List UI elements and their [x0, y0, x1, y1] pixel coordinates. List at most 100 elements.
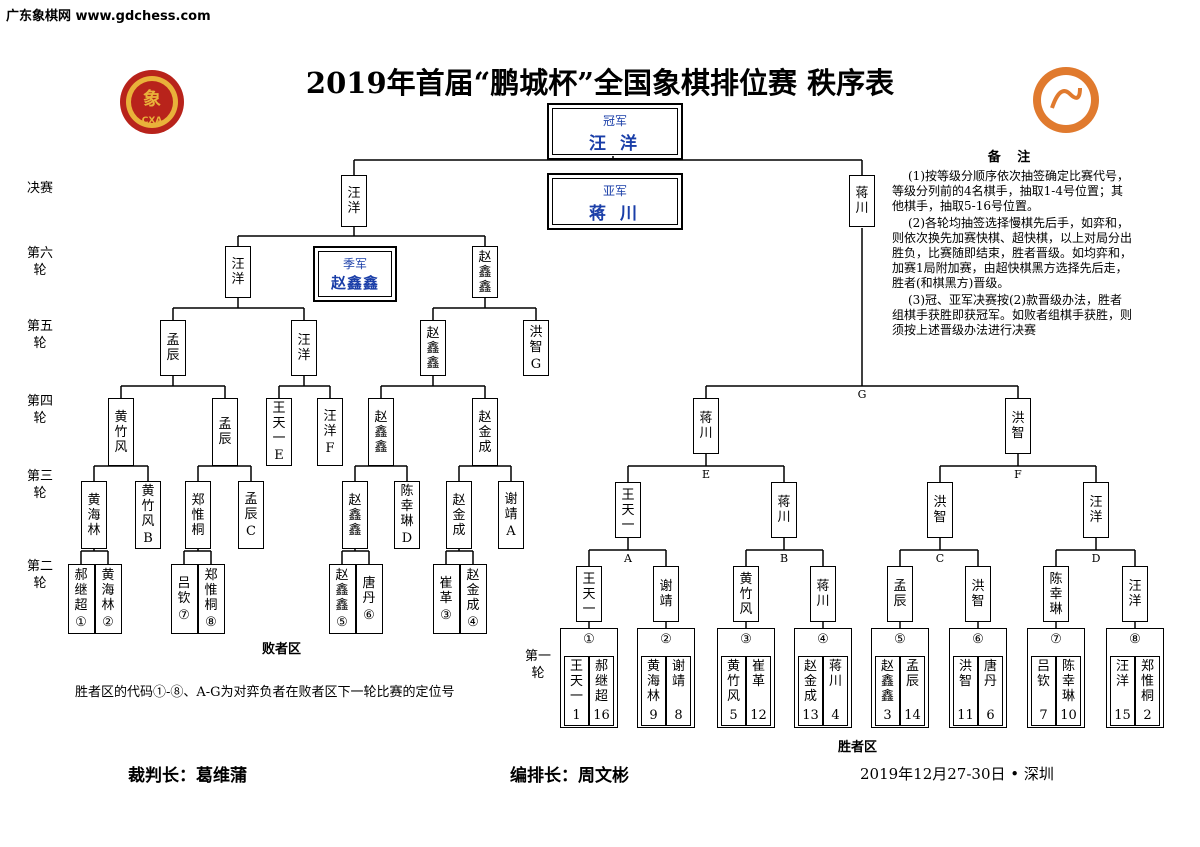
player-box: 黄 竹 风	[108, 398, 134, 466]
player-box: 王 天 一	[576, 566, 602, 622]
player-tag: ⑤	[336, 615, 348, 630]
player-name: 崔 革	[751, 659, 765, 689]
bracket-code: E	[702, 468, 710, 481]
round-label-r4: 第四轮	[26, 394, 53, 426]
note-item: (2)各轮均抽签选择慢棋先后手，如弈和，则依次换先加赛快棋、超快棋，以上对局分出…	[892, 216, 1133, 290]
site-watermark: 广东象棋网 www.gdchess.com	[6, 9, 211, 24]
player-box: 陈 幸 琳	[1043, 566, 1069, 622]
player-box: 赵 金 成	[472, 398, 498, 466]
player-box: 赵 鑫 鑫	[342, 481, 368, 549]
player-box: 赵 鑫 鑫	[420, 320, 446, 376]
player-tag: G	[530, 356, 542, 372]
player-box: 蒋 川	[771, 482, 797, 538]
player-name: 洪 智	[971, 579, 985, 609]
player-name: 赵 鑫 鑫	[335, 568, 349, 613]
round-label-r3: 第三轮	[26, 469, 53, 501]
player-seed-number: 15	[1114, 708, 1131, 723]
player-name: 洪 智	[958, 659, 972, 689]
player-tag: A	[506, 523, 516, 539]
player-name: 唐 丹	[983, 659, 997, 689]
player-name: 蒋 川	[816, 579, 830, 609]
bracket-code: D	[1092, 552, 1101, 565]
player-name: 汪 洋	[347, 186, 361, 216]
player-box: 汪 洋	[1122, 566, 1148, 622]
player-name: 赵 鑫 鑫	[348, 492, 362, 538]
player-name: 蒋 川	[699, 411, 713, 441]
player-box: 汪 洋	[291, 320, 317, 376]
player-name: 黄 海 林	[87, 492, 101, 538]
notes-title: 备 注	[987, 150, 1037, 165]
player-name: 王 天 一	[272, 401, 286, 446]
round-label-r1: 第一轮	[524, 649, 551, 681]
player-name: 赵 鑫 鑫	[478, 249, 492, 295]
player-box: 洪 智	[927, 482, 953, 538]
player-box: 洪 智	[1005, 398, 1031, 454]
seed-code: ②	[660, 632, 672, 647]
player-name: 孟 辰	[905, 659, 919, 689]
player-tag: ②	[102, 615, 114, 630]
player-box: 黄 海 林 ②	[94, 564, 122, 634]
seed-code: ⑥	[972, 632, 984, 647]
player-name: 洪 智	[529, 324, 543, 355]
player-tag: ①	[75, 615, 87, 630]
third-place-box: 季军 赵鑫鑫	[313, 246, 397, 302]
player-tag: E	[274, 448, 284, 463]
player-seed-number: 1	[572, 708, 581, 723]
player-seed-number: 9	[649, 708, 658, 723]
player-name: 陈 幸 琳	[400, 484, 414, 529]
player-name: 谢 靖	[659, 579, 673, 609]
player-name: 崔 革	[439, 575, 453, 606]
player-name: 黄 竹 风	[114, 409, 128, 455]
player-box: 孟 辰	[160, 320, 186, 376]
player-tag: ⑧	[205, 615, 217, 630]
note-item: (3)冠、亚军决赛按(2)款晋级办法，胜者组棋手获胜即获冠军。如败者组棋手获胜，…	[892, 293, 1133, 337]
cxa-logo-text: CXA	[142, 116, 163, 126]
player-tag: D	[401, 531, 413, 546]
player-tag: ③	[440, 607, 452, 623]
bracket-code: A	[623, 552, 633, 565]
player-box: 陈 幸 琳 D	[394, 481, 420, 549]
player-name: 赵 金 成	[466, 568, 480, 613]
footnote: 胜者区的代码①-⑧、A-G为对弈负者在败者区下一轮比赛的定位号	[75, 685, 455, 700]
round1-player: 王 天 一 1	[564, 656, 589, 726]
page-title: 2019年首届“鹏城杯”全国象棋排位赛 秩序表	[305, 66, 895, 100]
player-tag: B	[143, 531, 153, 546]
player-name: 孟 辰	[166, 333, 180, 363]
player-box: 蒋 川	[693, 398, 719, 454]
player-name: 王 天 一	[582, 571, 596, 617]
note-item: (1)按等级分顺序依次抽签确定比赛代号，等级分列前的4名棋手，抽取1-4号位置；…	[892, 169, 1129, 213]
player-seed-number: 8	[674, 708, 683, 723]
player-name: 王 天 一	[569, 659, 583, 704]
player-name: 赵 鑫 鑫	[374, 409, 388, 455]
third-place-name: 赵鑫鑫	[330, 274, 379, 292]
winner-zone-label: 胜者区	[838, 740, 878, 755]
player-box: 汪 洋	[341, 175, 367, 227]
player-name: 汪 洋	[1128, 579, 1142, 609]
player-name: 黄 海 林	[101, 568, 115, 613]
player-box: 王 天 一 E	[266, 398, 292, 466]
round-label-r6: 第六轮	[26, 246, 53, 278]
third-place-label: 季军	[342, 257, 367, 271]
player-box: 蒋 川	[849, 175, 875, 227]
champion-name: 汪 洋	[589, 134, 641, 154]
cxa-logo: 象 CXA	[120, 70, 184, 134]
player-box: 郑 惟 桐	[185, 481, 211, 549]
round-label-final: 决赛	[26, 181, 53, 196]
seed-code: ③	[740, 632, 752, 647]
